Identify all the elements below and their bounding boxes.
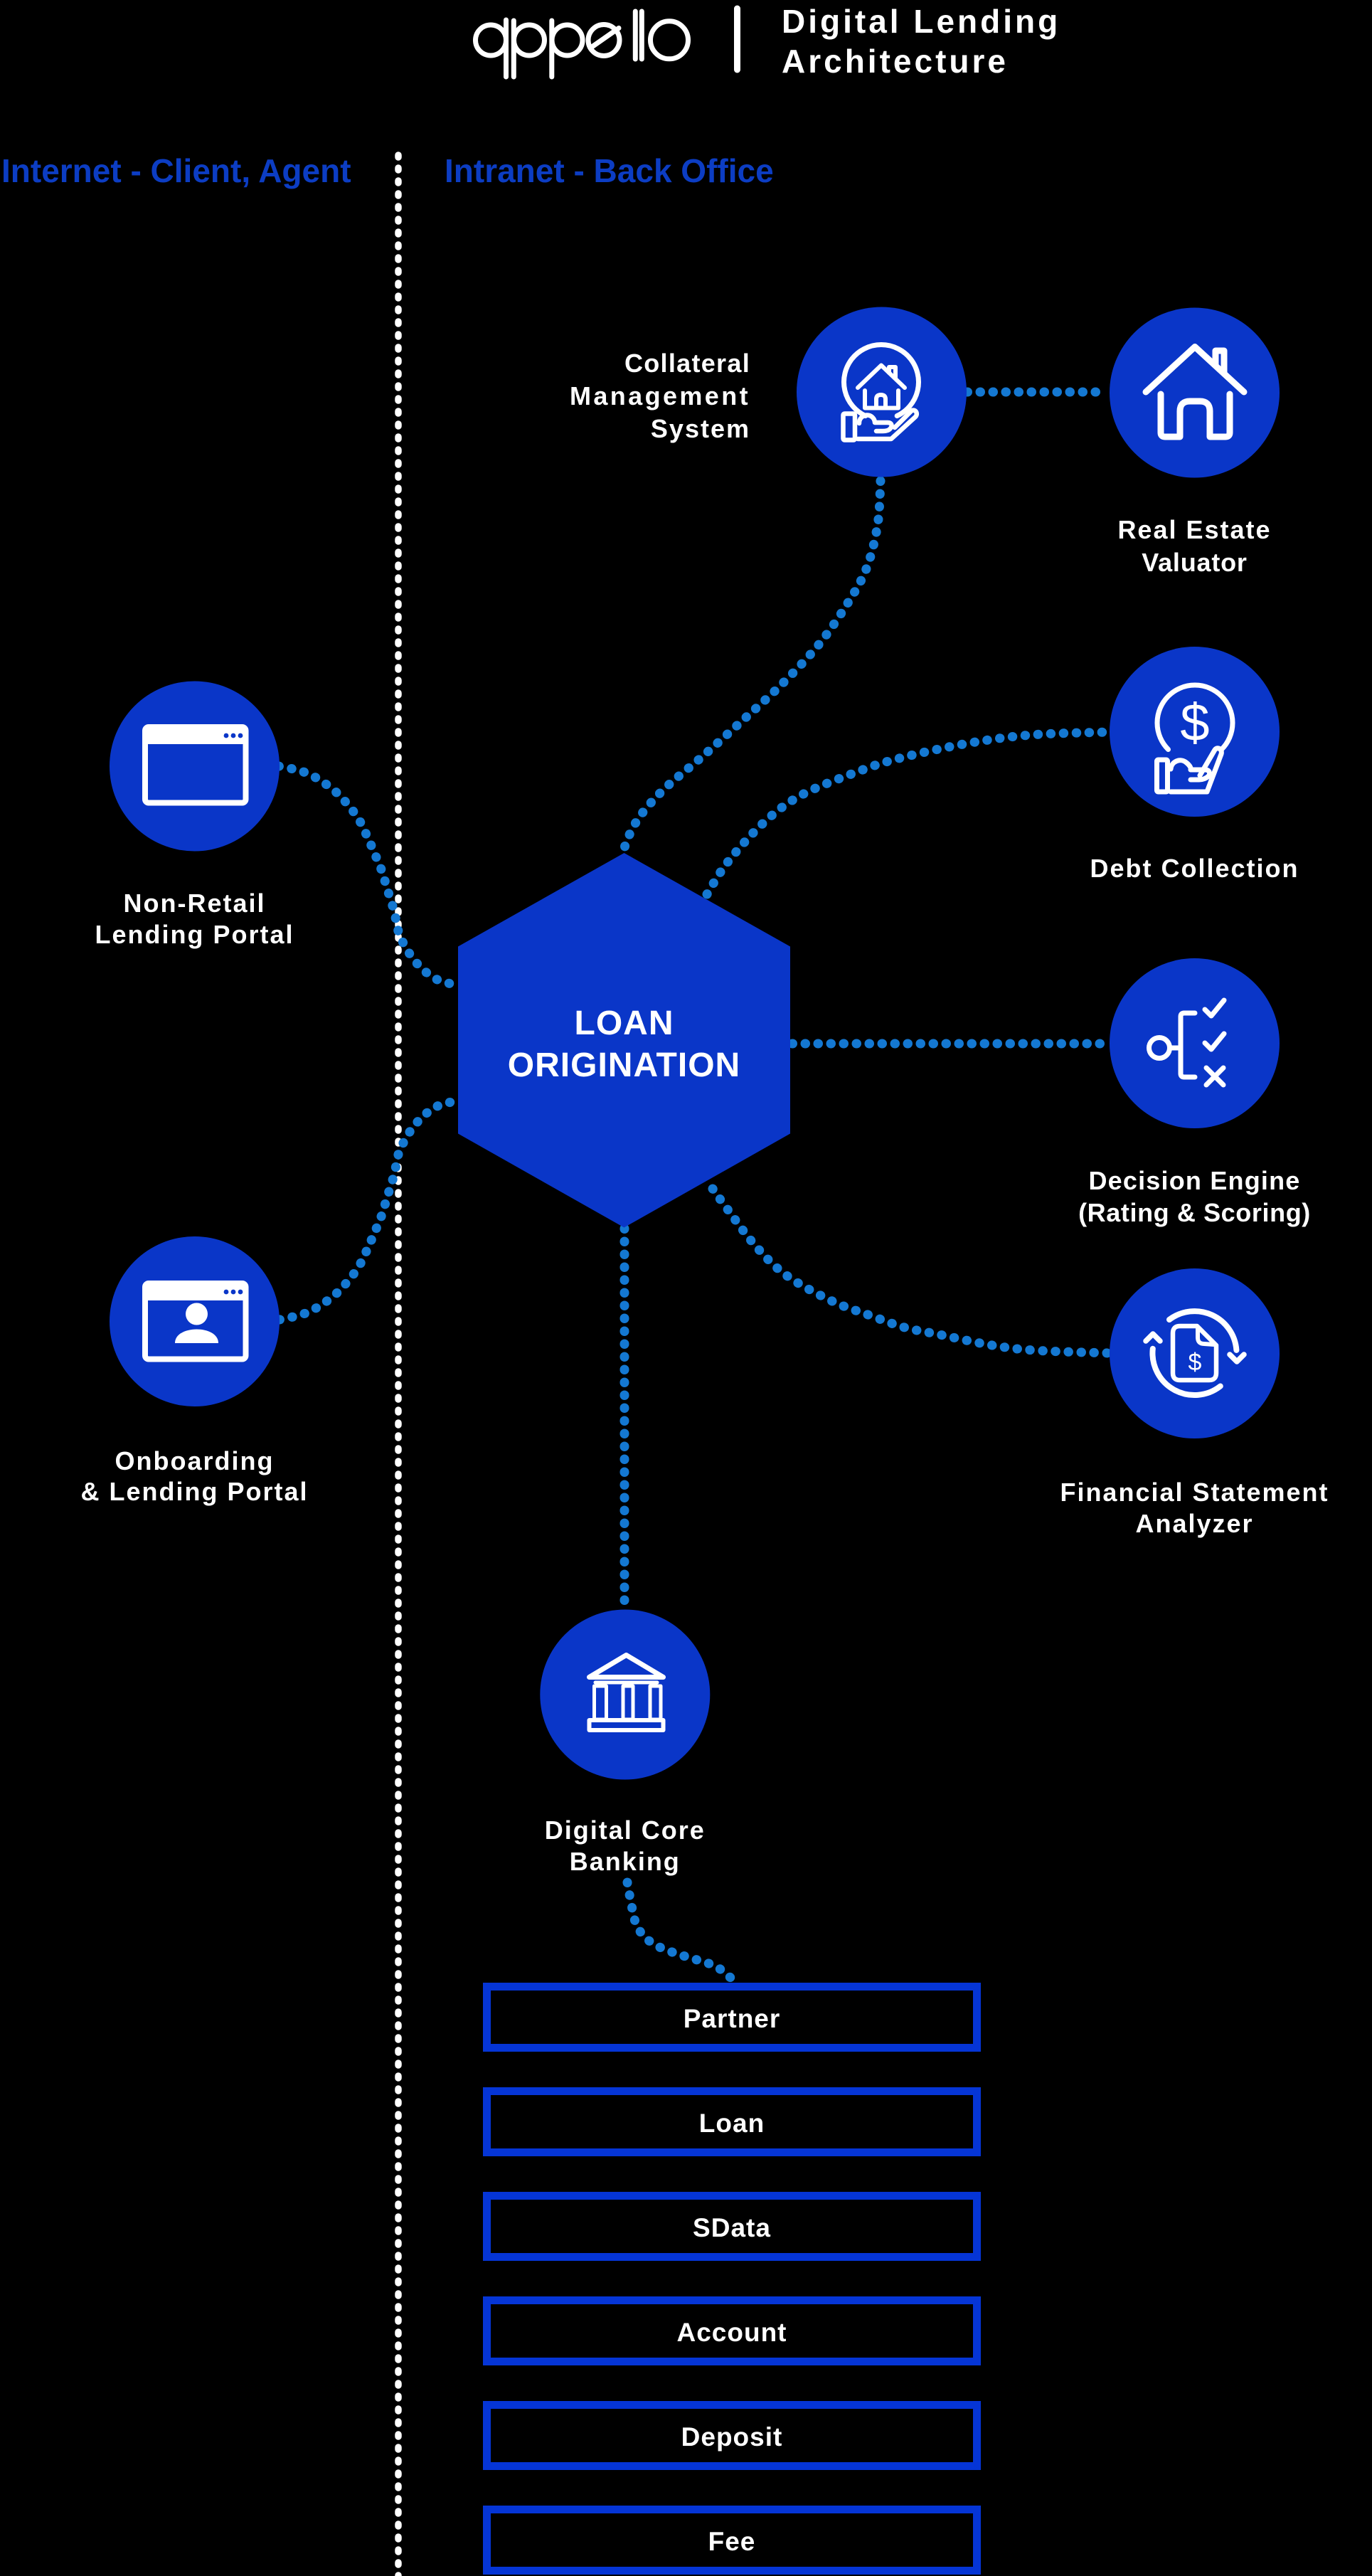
svg-text:Non-Retail: Non-Retail [124,889,266,918]
svg-text:ORIGINATION: ORIGINATION [508,1046,740,1084]
svg-text:System: System [651,414,750,443]
svg-text:Financial Statement: Financial Statement [1060,1478,1329,1507]
svg-text:Fee: Fee [708,2527,756,2556]
svg-text:Loan: Loan [699,2109,765,2138]
svg-text:$: $ [1188,1349,1202,1376]
svg-text:Architecture: Architecture [782,43,1009,80]
svg-text:Lending Portal: Lending Portal [95,920,294,949]
svg-text:$: $ [1180,693,1209,752]
svg-text:Deposit: Deposit [681,2422,783,2452]
svg-text:Internet - Client, Agent: Internet - Client, Agent [1,152,351,189]
svg-text:Management: Management [570,381,750,410]
svg-text:& Lending Portal: & Lending Portal [81,1477,309,1506]
svg-text:Analyzer: Analyzer [1135,1509,1253,1538]
svg-text:Collateral: Collateral [624,349,750,378]
svg-text:Onboarding: Onboarding [115,1446,275,1475]
svg-text:SData: SData [693,2213,771,2242]
svg-text:Real Estate: Real Estate [1117,515,1271,544]
svg-text:Digital Lending: Digital Lending [782,3,1060,40]
svg-text:Account: Account [677,2318,787,2347]
svg-text:Digital Core: Digital Core [545,1816,706,1845]
svg-text:Intranet - Back Office: Intranet - Back Office [445,152,774,189]
svg-text:LOAN: LOAN [575,1005,674,1042]
svg-text:Valuator: Valuator [1142,548,1247,577]
svg-text:Banking: Banking [570,1847,681,1876]
svg-text:Partner: Partner [684,2004,781,2033]
svg-text:(Rating & Scoring): (Rating & Scoring) [1078,1198,1311,1227]
svg-text:Decision Engine: Decision Engine [1088,1166,1300,1195]
svg-text:Debt Collection: Debt Collection [1090,854,1299,883]
